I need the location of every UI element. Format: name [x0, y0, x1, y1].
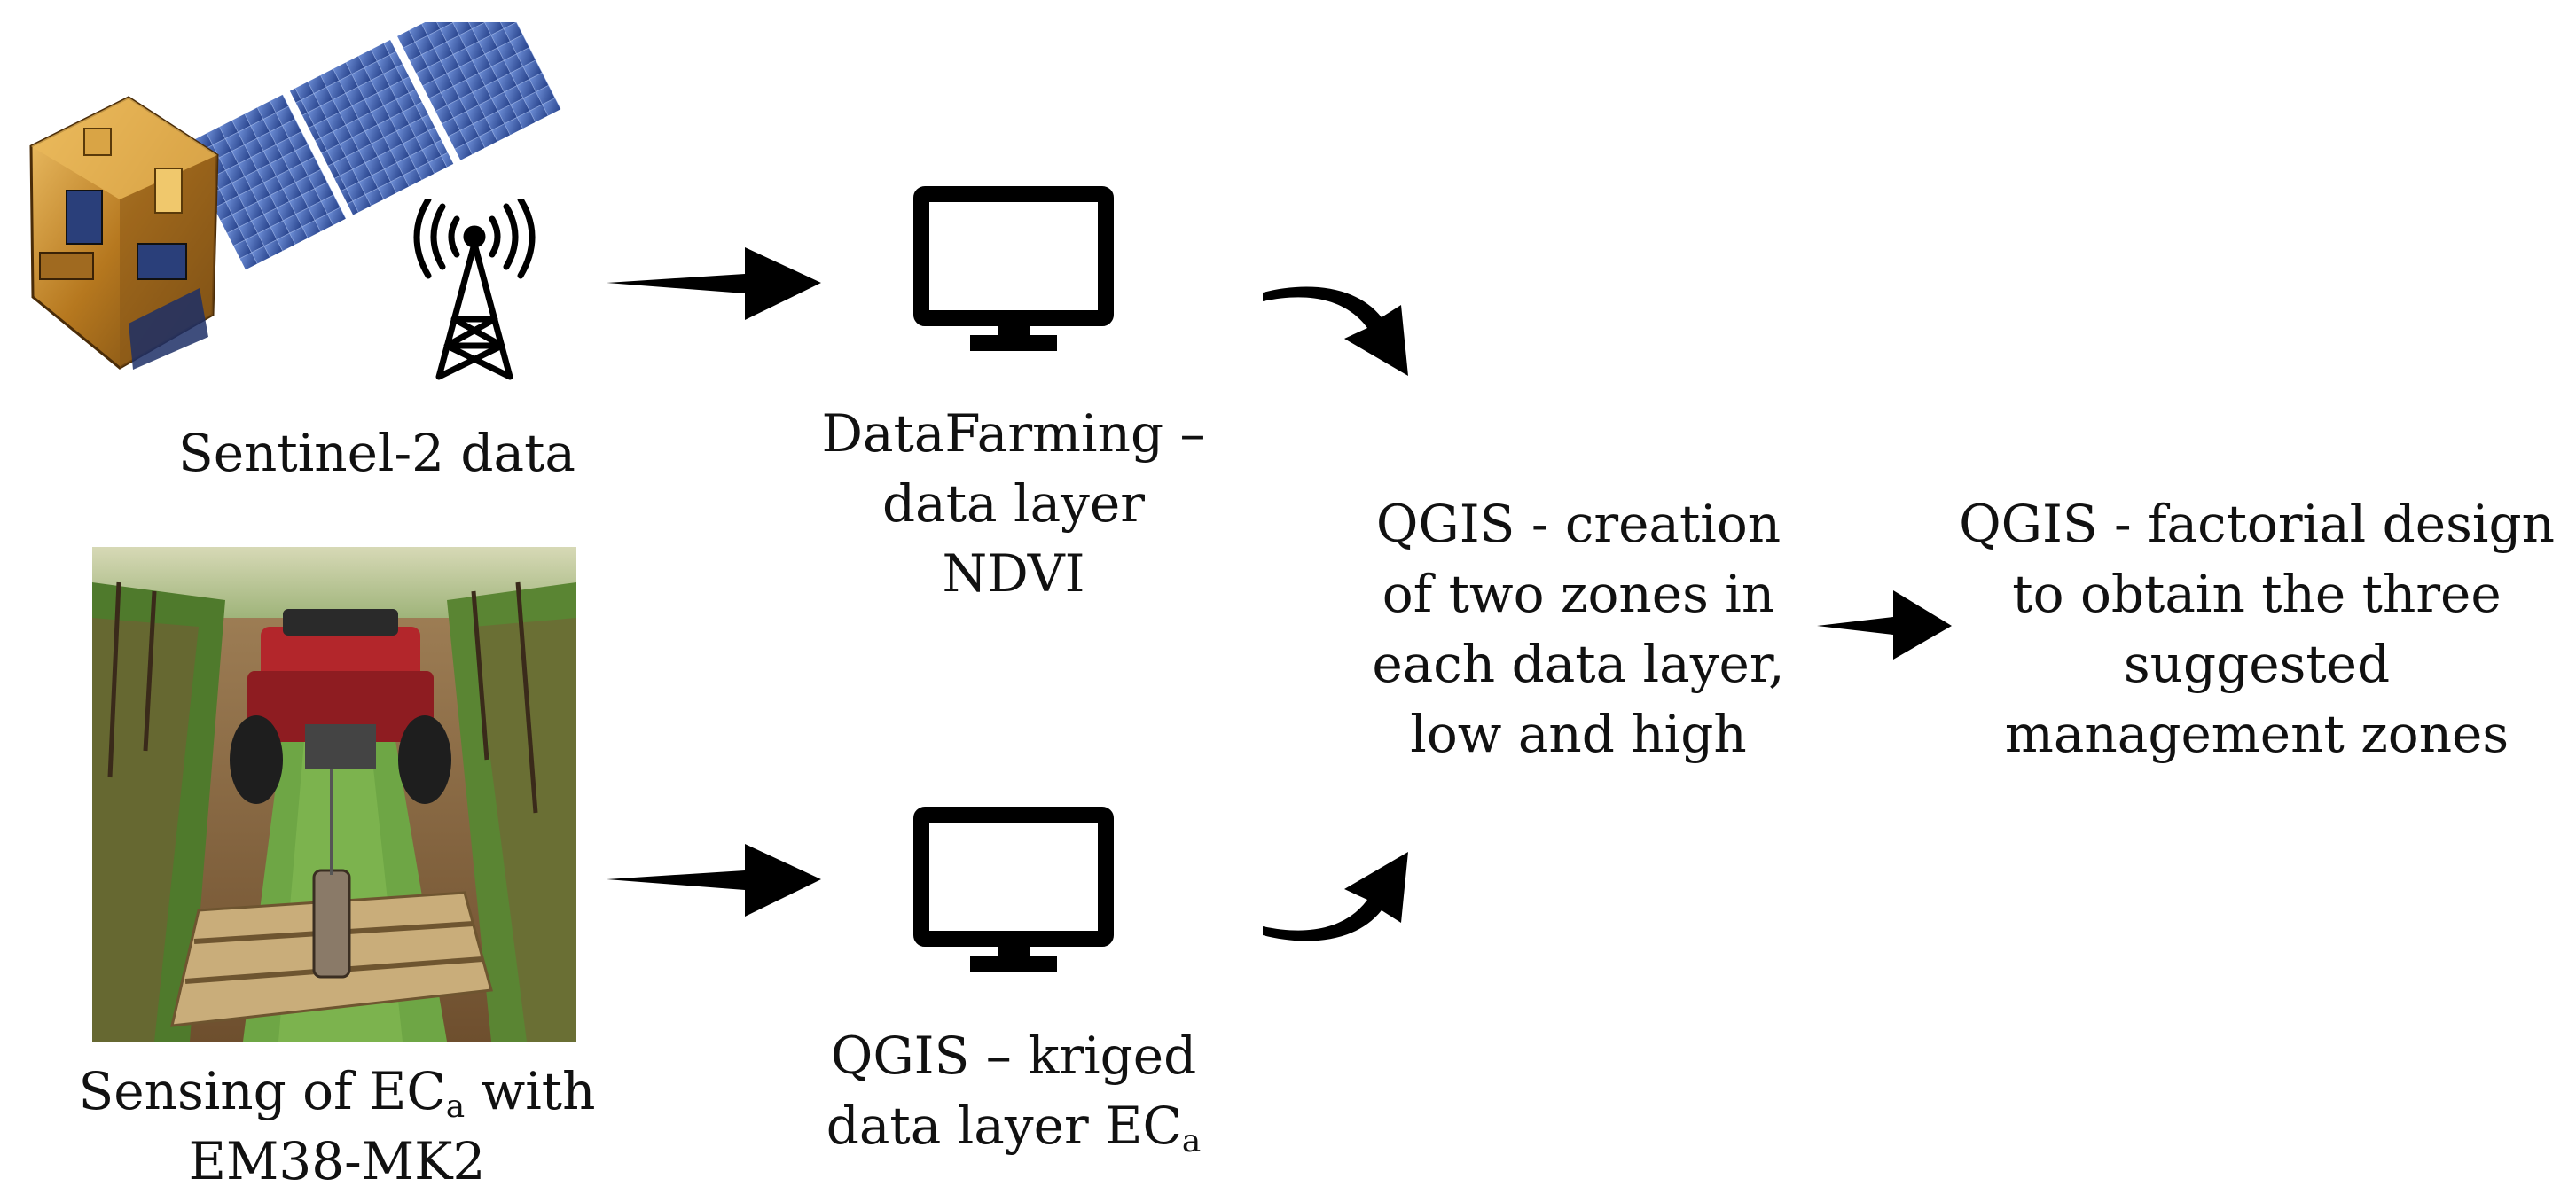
arrow-em38-to-kriged: [607, 844, 821, 917]
em38-label: Sensing of ECa with EM38-MK2: [78, 1061, 596, 1191]
arrow-zones-to-factorial: [1817, 590, 1952, 660]
kriged-monitor-icon: [913, 807, 1114, 972]
field-sensing-photo: [92, 547, 576, 1042]
satellite-icon: [29, 22, 565, 370]
qgis-zones-label: QGIS - creation of two zones in each dat…: [1372, 494, 1785, 764]
qgis-kriged-label: QGIS – kriged data layer ECa: [826, 1026, 1202, 1159]
qgis-factorial-label: QGIS - factorial design to obtain the th…: [1959, 494, 2555, 764]
radio-tower-icon: [413, 199, 536, 380]
datafarming-label: DataFarming – data layer NDVI: [821, 403, 1206, 604]
datafarming-monitor-icon: [913, 186, 1114, 351]
arrow-datafarming-to-zones: [1263, 286, 1408, 376]
sentinel-label: Sentinel-2 data: [177, 423, 576, 483]
arrow-sentinel-to-datafarming: [607, 247, 821, 320]
arrow-kriged-to-zones: [1263, 852, 1408, 941]
